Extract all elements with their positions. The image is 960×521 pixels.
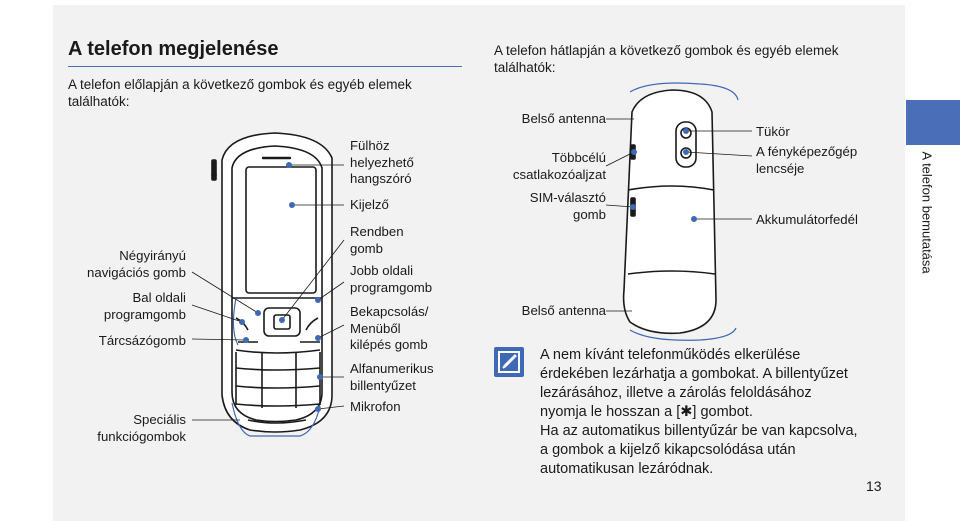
page-title: A telefon megjelenése [68,38,279,60]
label-inner-antenna-bottom: Belső antenna [521,303,606,318]
note-line: nyomja le hosszan a [✱] gombot. [540,404,753,420]
note-line: A nem kívánt telefonműködés elkerülése [540,347,801,363]
chapter-tab [906,100,960,145]
note-pencil-icon [494,347,524,377]
back-callouts [605,118,753,312]
back-intro: A telefon hátlapján a következő gombok é… [494,43,839,75]
front-callout-dots [239,162,323,412]
front-phone-drawing [211,132,333,433]
note-text: A nem kívánt telefonműködés elkerülése é… [540,346,890,479]
note-line: Ha az automatikus billentyűzár be van ka… [540,423,858,439]
note-line: a gombok a kijelző kikapcsolódása után [540,442,796,458]
note-line: érdekében lezárhatja a gombokat. A bille… [540,366,848,382]
label-dial-key: Tárcsázógomb [98,333,186,348]
chapter-label: A telefon bemutatása [919,151,935,274]
label-battery-cover: Akkumulátorfedél [756,212,858,227]
note-line: automatikusan lezáródnak. [540,461,714,477]
front-intro: A telefon előlapján a következő gombok é… [68,77,412,109]
back-phone-drawing [622,89,717,335]
title-divider [68,66,462,67]
label-inner-antenna-top: Belső antenna [521,111,606,126]
page-background [53,5,905,521]
page-number: 13 [866,478,882,494]
note-line: lezárásához, illetve a zárolás feloldásá… [540,385,812,401]
label-display: Kijelző [350,197,389,212]
front-callouts [191,164,345,421]
front-highlight-brackets [231,297,321,437]
back-callout-dots [630,128,697,222]
back-highlight-brackets [629,82,739,341]
label-microphone: Mikrofon [350,399,401,414]
label-mirror: Tükör [756,124,790,139]
